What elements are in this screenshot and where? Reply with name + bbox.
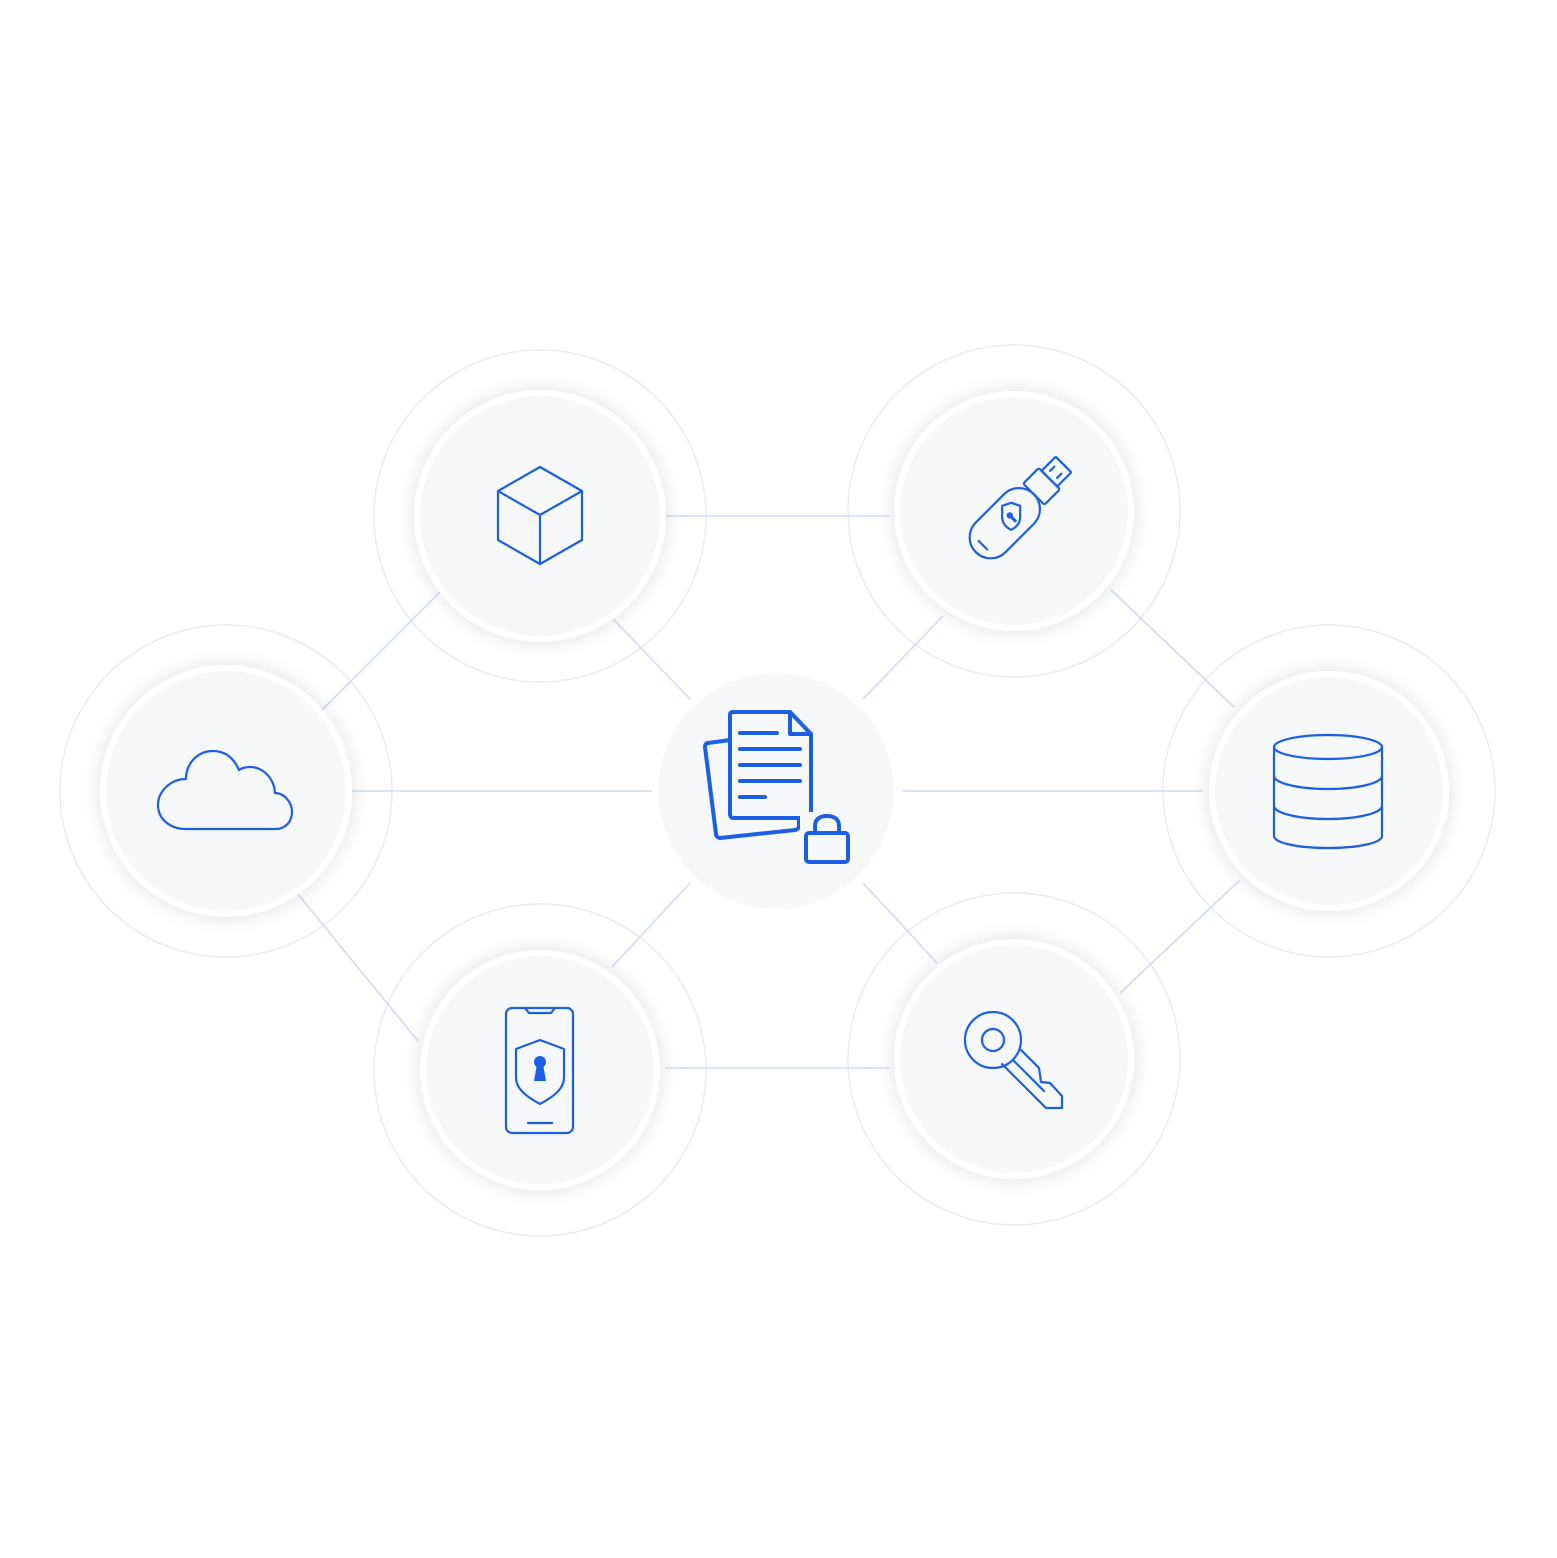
center-node (658, 673, 894, 909)
secure-usb-drive-icon (968, 456, 1072, 560)
usb-node (894, 391, 1134, 631)
link-cube-center (611, 617, 691, 700)
database-icon (1272, 733, 1384, 850)
link-usb-database (1110, 589, 1235, 708)
link-center-key (862, 882, 938, 964)
cloud-icon (156, 749, 294, 831)
database-node (1209, 671, 1449, 911)
link-cloud-phone (296, 892, 419, 1042)
connector-links (296, 515, 1241, 1069)
cube-icon (496, 465, 584, 566)
link-cube-cloud (321, 591, 441, 711)
link-center-phone (611, 882, 691, 968)
locked-documents-icon (703, 710, 855, 866)
key-icon (963, 1010, 1064, 1110)
link-key-database (1119, 879, 1241, 994)
cloud-node (100, 665, 352, 917)
secure-phone-icon (504, 1006, 575, 1135)
link-usb-center (862, 615, 944, 700)
